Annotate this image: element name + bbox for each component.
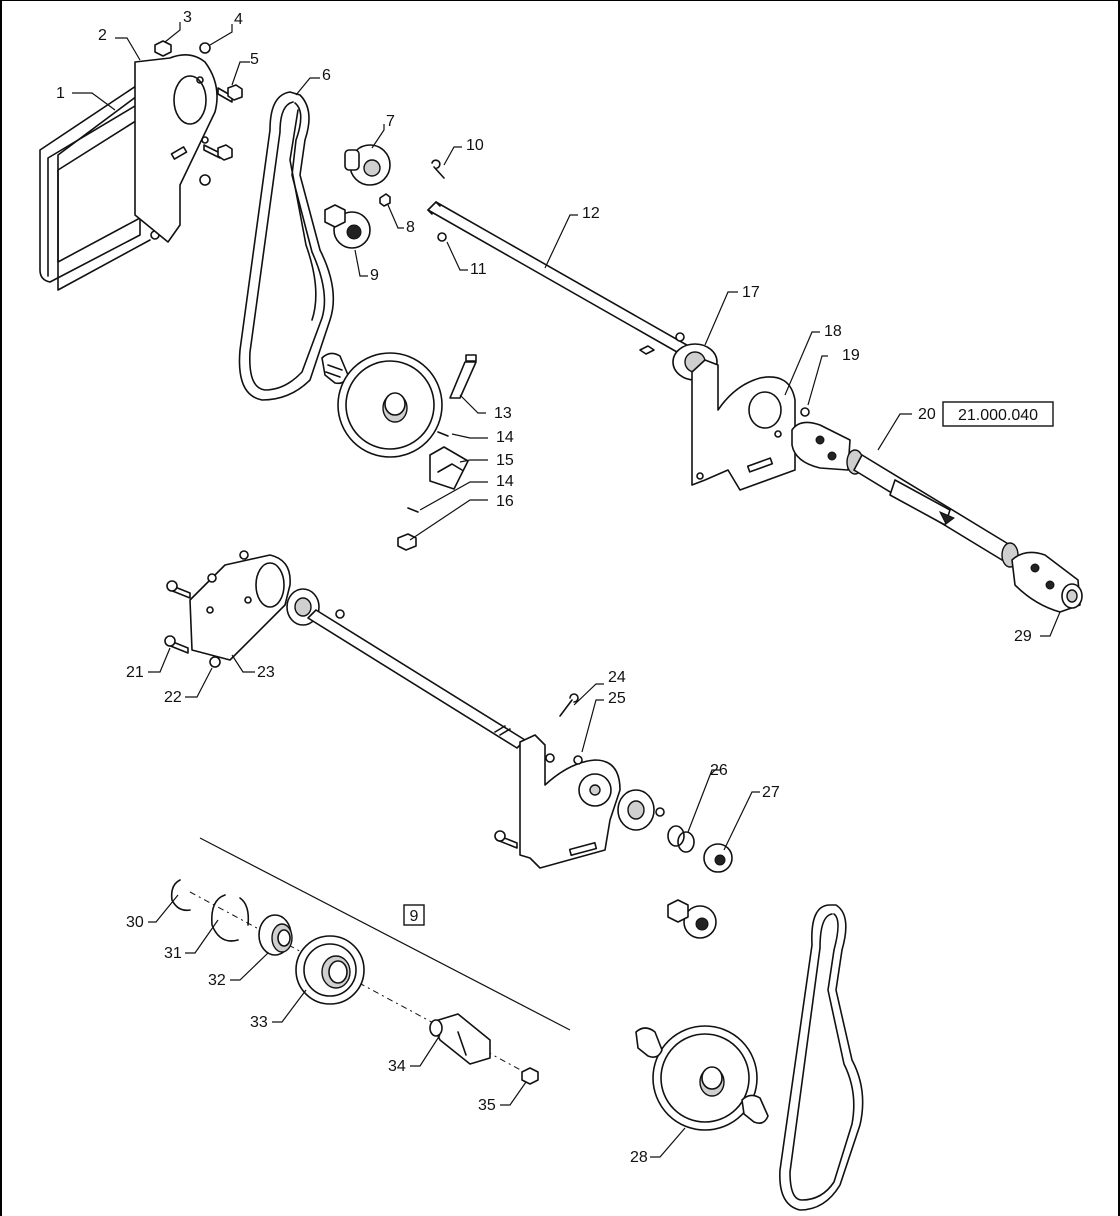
reference-box-21000040: 21.000.040 — [942, 401, 1054, 427]
part-nut-16 — [397, 533, 417, 551]
callout-24: 24 — [608, 669, 626, 686]
part-chain-clamp-upper — [321, 352, 349, 385]
callout-32: 32 — [208, 972, 226, 989]
part-bearing-32 — [258, 914, 293, 956]
callout-21: 21 — [126, 664, 144, 681]
part-circlip-31 — [210, 894, 250, 942]
part-nut-35 — [521, 1067, 539, 1085]
part-upper-shaft — [427, 201, 693, 357]
part-sprocket-9-upper — [324, 204, 371, 249]
part-nut-22 — [209, 656, 221, 668]
part-sprocket-27 — [703, 843, 733, 873]
part-pin-8 — [379, 193, 391, 207]
callout-labels: 1 2 3 4 5 6 7 8 9 10 11 12 13 14 15 14 1… — [56, 9, 1032, 1166]
callout-16: 16 — [496, 493, 514, 510]
part-nuts-bolts-top — [154, 40, 243, 186]
part-tensioner-15 — [429, 446, 469, 490]
part-washer-25 — [573, 755, 583, 765]
callout-12: 12 — [582, 205, 600, 222]
callout-26: 26 — [710, 762, 728, 779]
callout-3: 3 — [183, 9, 192, 26]
callout-17: 17 — [742, 284, 760, 301]
group-9-assembly — [170, 837, 571, 1085]
part-nut-11 — [437, 232, 447, 242]
callout-2: 2 — [98, 27, 107, 44]
part-bolt-13 — [449, 354, 477, 399]
callout-23: 23 — [257, 664, 275, 681]
callout-5: 5 — [250, 51, 259, 68]
callout-30: 30 — [126, 914, 144, 931]
part-pin-24 — [559, 693, 579, 717]
callout-9: 9 — [370, 267, 379, 284]
part-large-sprocket-28 — [652, 1025, 758, 1131]
part-sprocket-lower-mid — [667, 899, 717, 939]
part-plate-23 — [189, 554, 291, 661]
callout-18: 18 — [824, 323, 842, 340]
leader-lines — [72, 22, 1061, 1158]
part-pin-10 — [431, 159, 445, 179]
part-bracket-18 — [691, 359, 796, 491]
part-washer-14a — [437, 431, 449, 437]
callout-20: 20 — [918, 406, 936, 423]
callout-19: 19 — [842, 347, 860, 364]
part-sprocket-33 — [295, 935, 365, 1005]
part-washer-14b — [407, 507, 419, 513]
callout-13: 13 — [494, 405, 512, 422]
callout-7: 7 — [386, 113, 395, 130]
callout-10: 10 — [466, 137, 484, 154]
callout-1: 1 — [56, 85, 65, 102]
callout-29: 29 — [1014, 628, 1032, 645]
callout-11: 11 — [470, 261, 487, 278]
part-bolts-21 — [164, 550, 249, 654]
part-rings-26 — [667, 825, 695, 853]
part-snap-ring-30 — [170, 879, 191, 912]
group-box-9: 9 — [403, 904, 425, 926]
group-box-label: 9 — [410, 908, 419, 925]
part-large-sprocket-upper — [337, 352, 443, 458]
part-yoke-29 — [1011, 551, 1083, 613]
callout-27: 27 — [762, 784, 780, 801]
callout-6: 6 — [322, 67, 331, 84]
callout-34: 34 — [388, 1058, 406, 1075]
callout-22: 22 — [164, 689, 182, 706]
callout-28: 28 — [630, 1149, 648, 1166]
part-mounting-plate — [134, 54, 218, 243]
part-lower-bearing-right — [617, 789, 665, 831]
callout-35: 35 — [478, 1097, 496, 1114]
callout-25: 25 — [608, 690, 626, 707]
callout-14b: 14 — [496, 473, 514, 490]
part-chain-clamp-lower-right — [741, 1094, 769, 1124]
callout-4: 4 — [234, 11, 243, 28]
callout-14a: 14 — [496, 429, 514, 446]
part-chain-clamp-lower-left — [635, 1027, 663, 1058]
callout-31: 31 — [164, 945, 182, 962]
part-drive-shaft-20 — [791, 421, 1019, 568]
part-sprocket-7 — [344, 144, 391, 186]
callout-8: 8 — [406, 219, 415, 236]
part-upper-belt — [238, 91, 335, 401]
part-hub-34 — [429, 1013, 491, 1065]
part-lower-belt — [779, 904, 864, 1211]
part-lower-shaft — [307, 609, 526, 749]
part-pin-19 — [800, 407, 810, 417]
reference-box-label: 21.000.040 — [958, 407, 1038, 424]
callout-15: 15 — [496, 452, 514, 469]
part-lower-bracket — [494, 734, 621, 869]
callout-33: 33 — [250, 1014, 268, 1031]
